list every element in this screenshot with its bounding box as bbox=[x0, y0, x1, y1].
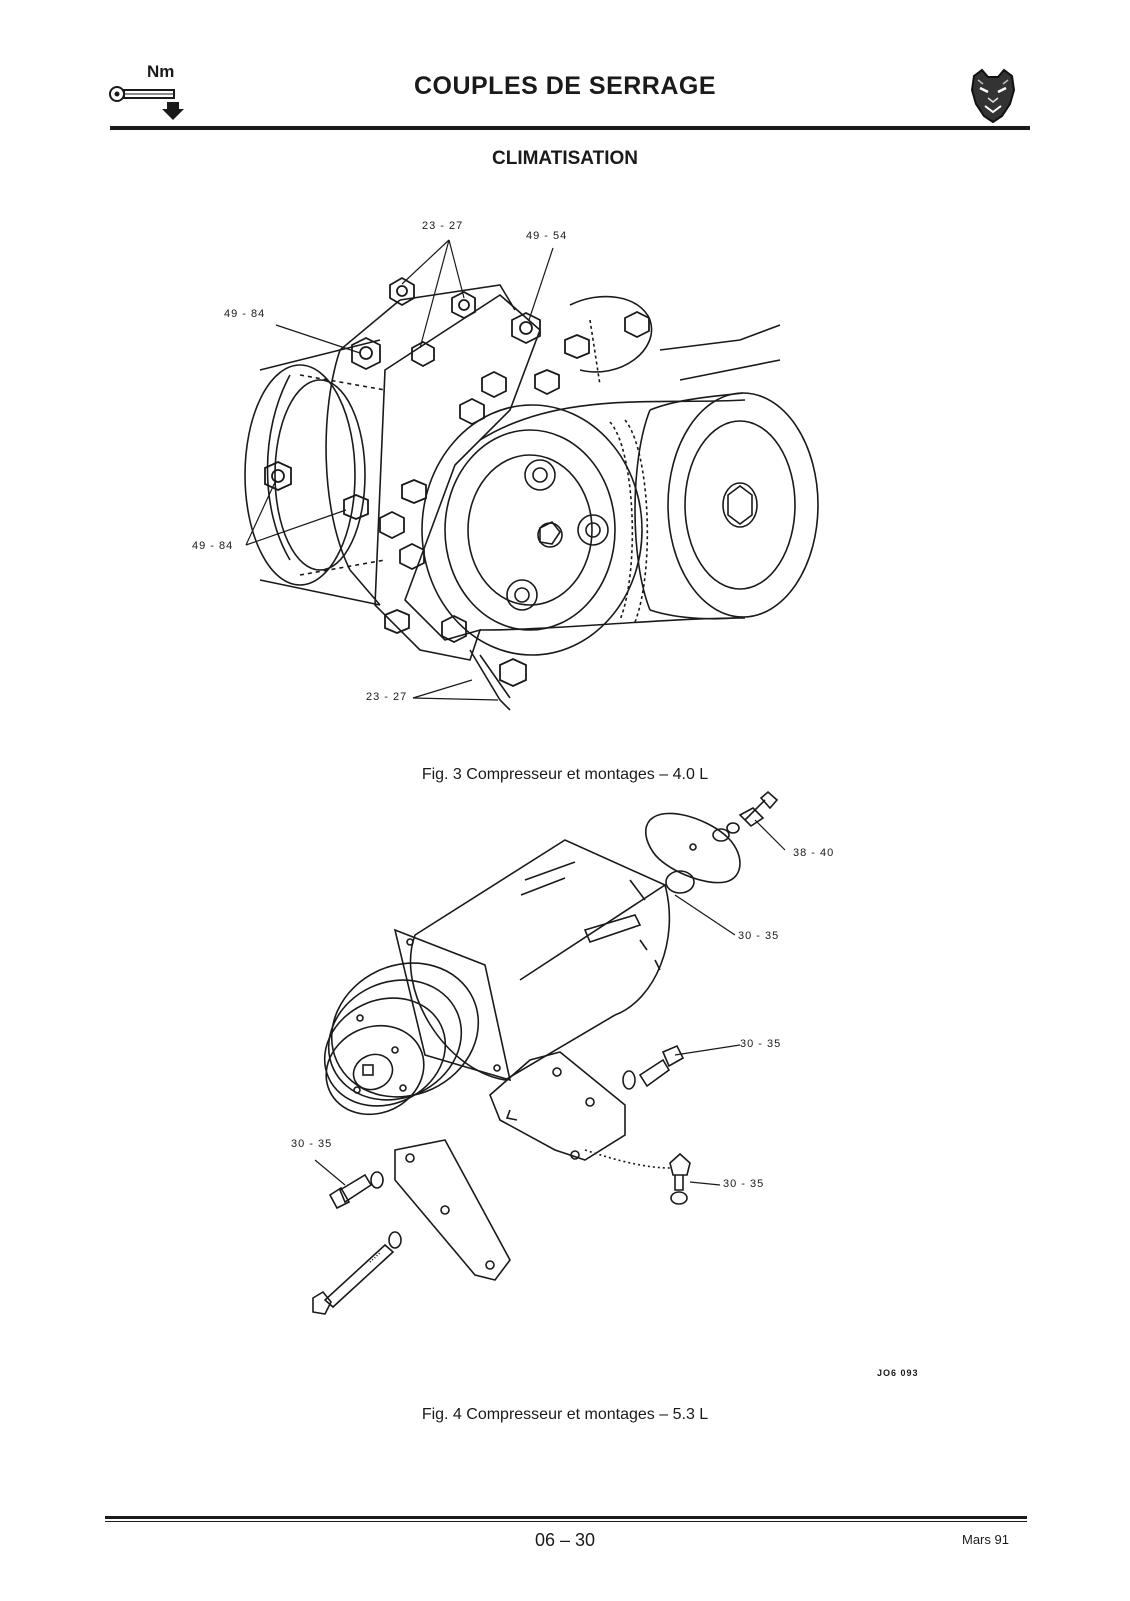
torque-label: 30 - 35 bbox=[738, 930, 780, 942]
section-title: CLIMATISATION bbox=[492, 148, 638, 169]
figure-3-caption: Fig. 3 Compresseur et montages – 4.0 L bbox=[421, 766, 709, 783]
torque-label: 38 - 40 bbox=[793, 847, 835, 859]
torque-label: 30 - 35 bbox=[740, 1038, 782, 1050]
torque-label: 49 - 84 bbox=[224, 308, 266, 320]
issue-date: Mars 91 bbox=[962, 1532, 1009, 1547]
page-number: 06 – 30 bbox=[534, 1530, 596, 1550]
header-rule bbox=[110, 126, 1030, 130]
jaguar-logo-icon bbox=[968, 68, 1018, 124]
torque-label: 49 - 84 bbox=[192, 540, 234, 552]
figure-4-illustration: 38 - 40 30 - 35 30 - 35 30 - 35 30 - 35 bbox=[285, 790, 845, 1350]
torque-label: 49 - 54 bbox=[526, 230, 568, 242]
figure-code: JO6 093 bbox=[877, 1368, 919, 1378]
footer-rule bbox=[105, 1516, 1027, 1519]
page-title: COUPLES DE SERRAGE bbox=[413, 72, 717, 100]
torque-label: 23 - 27 bbox=[422, 220, 464, 232]
torque-label: 23 - 27 bbox=[366, 691, 408, 703]
figure-3-illustration: 23 - 27 49 - 54 49 - 84 49 - 84 23 - 27 bbox=[180, 210, 820, 730]
footer-rule-thin bbox=[105, 1521, 1027, 1522]
figure-4-caption: Fig. 4 Compresseur et montages – 5.3 L bbox=[421, 1406, 709, 1423]
torque-label: 30 - 35 bbox=[291, 1138, 333, 1150]
nm-label: Nm bbox=[147, 62, 175, 81]
torque-label: 30 - 35 bbox=[723, 1178, 765, 1190]
torque-wrench-icon: Nm bbox=[105, 62, 185, 122]
